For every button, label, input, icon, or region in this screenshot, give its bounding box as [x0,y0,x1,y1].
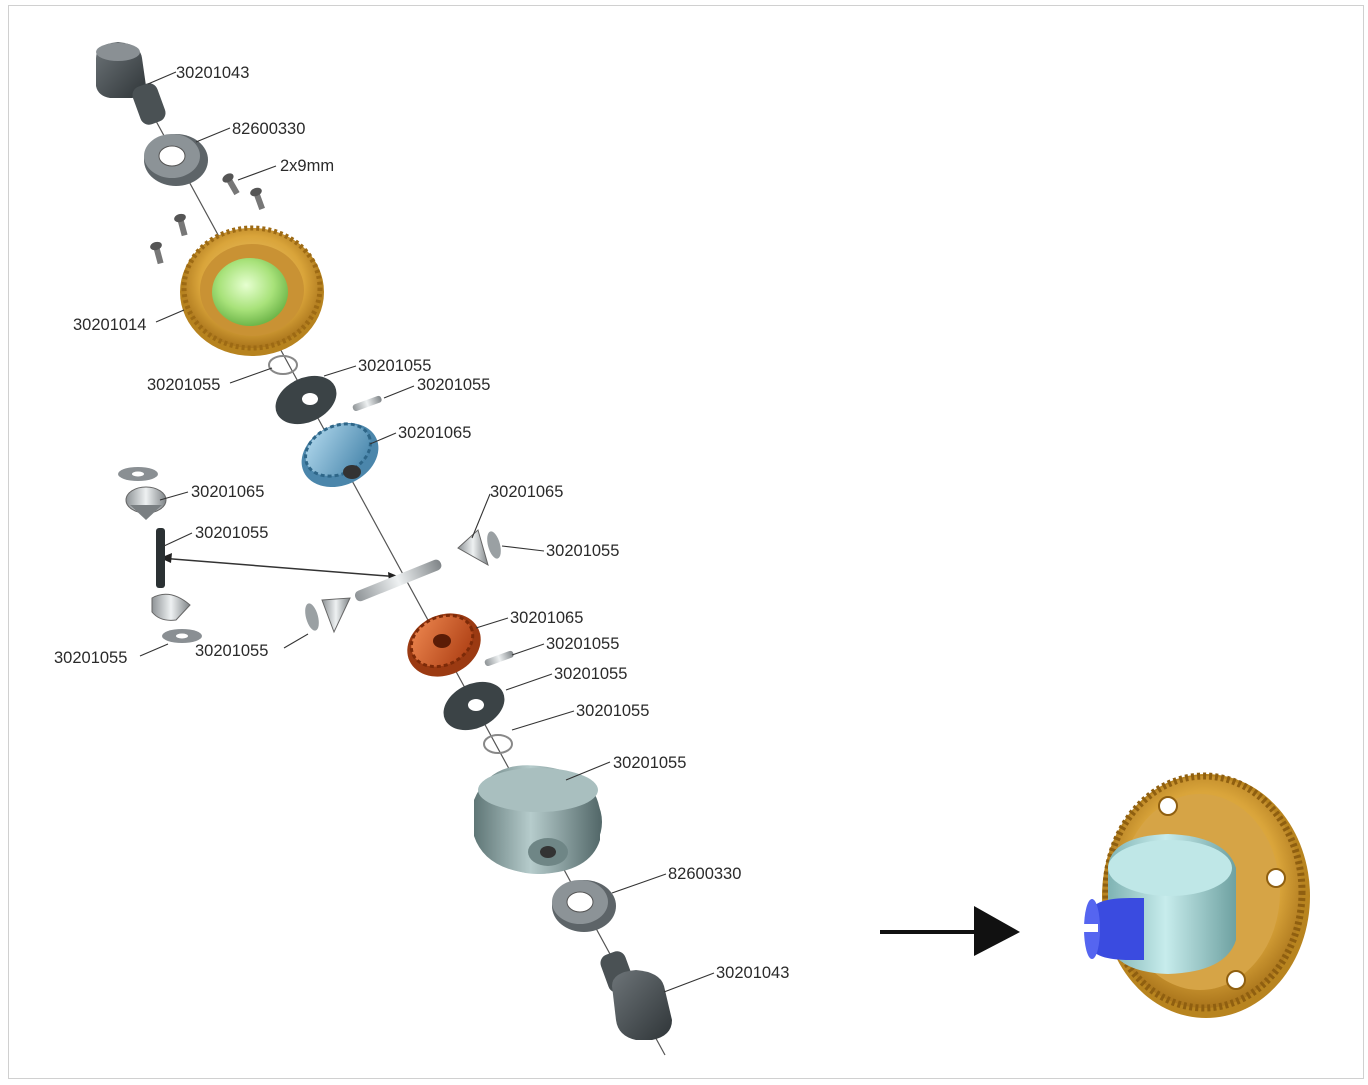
label-outdrive-bottom: 30201043 [716,964,789,982]
dark-washer-lower [443,681,505,731]
leader-lines [139,71,715,993]
left-spider-gear-lower [305,597,351,634]
label-orange-bevel-gear: 30201065 [510,609,583,627]
label-bearing-top: 82600330 [232,120,305,138]
label-outdrive-top: 30201043 [176,64,249,82]
label-spur-gear: 30201014 [73,316,146,334]
label-left-spider-washer: 30201055 [195,642,268,660]
label-screw-size: 2x9mm [280,157,334,175]
label-left-washer-lower: 30201055 [54,649,127,667]
label-dark-washer-lower: 30201055 [554,665,627,683]
arrow-right-icon [880,906,1020,956]
assembled-differential [1084,772,1310,1018]
label-diff-housing: 30201055 [613,754,686,772]
left-spider-gear-stack [118,467,202,643]
small-washer-top [268,355,298,375]
screws-2x9mm [150,173,265,265]
label-small-washer-top: 30201055 [147,376,220,394]
label-pin-top: 30201055 [417,376,490,394]
label-small-washer-lower: 30201055 [576,702,649,720]
label-right-washer: 30201055 [546,542,619,560]
bottom-outdrive-part [600,951,672,1040]
label-right-spider-gear: 30201065 [490,483,563,501]
part-number-labels: 30201043 82600330 2x9mm 30201014 3020105… [54,64,789,982]
orange-bevel-gear-part [407,613,481,677]
label-left-pin: 30201055 [195,524,268,542]
top-outdrive-part [96,42,166,125]
label-dark-washer-top: 30201055 [358,357,431,375]
label-pin-lower: 30201055 [546,635,619,653]
right-spider-gear-upper [457,529,501,567]
spur-gear-part [180,225,324,356]
pin-lower-part [484,650,514,667]
blue-bevel-gear-part [301,422,379,488]
bottom-bearing-part [552,880,616,932]
label-bearing-bottom: 82600330 [668,865,741,883]
diff-housing-part [474,765,602,874]
dark-washer-top [275,375,337,425]
pin-top-part [352,395,382,412]
label-left-spider-gear: 30201065 [191,483,264,501]
cross-pin-axis-line [159,557,401,578]
cross-pin-part [354,559,442,602]
cross-pin-arrowhead-left [160,553,172,563]
top-bearing-part [144,134,208,186]
label-blue-bevel-gear: 30201065 [398,424,471,442]
small-washer-lower [483,734,513,754]
